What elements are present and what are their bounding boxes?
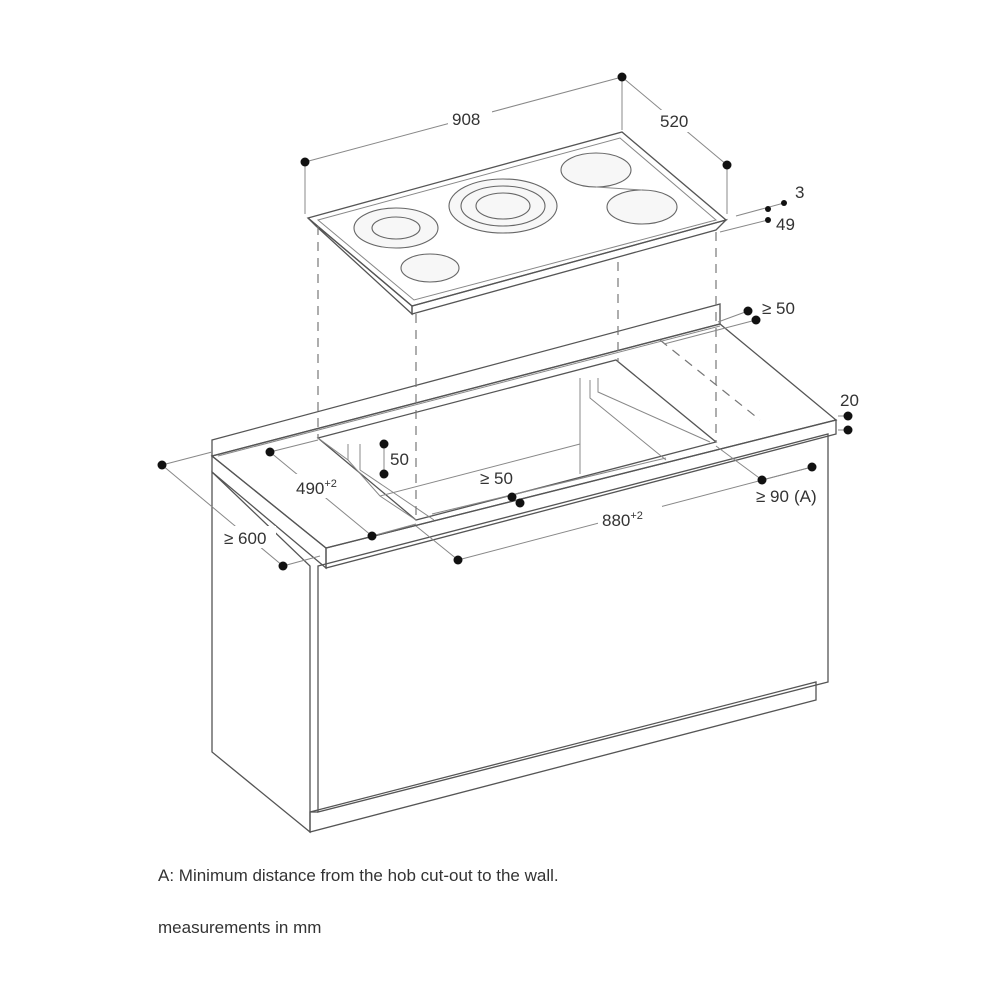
units-note: measurements in mm: [158, 918, 322, 937]
dim-cutout-depth-value: 490: [296, 479, 324, 498]
cooking-zone-left-rear: [400, 253, 460, 283]
dim-cutout-depth: 490+2: [296, 478, 337, 498]
dim-side-clearance: ≥ 50: [480, 469, 513, 488]
dim-cabinet-depth: ≥ 600: [224, 529, 266, 548]
hob: [306, 131, 729, 316]
dim-rear-clearance: ≥ 50: [762, 299, 795, 318]
hob-cutout: [316, 359, 718, 521]
dimension-markers: [157, 72, 853, 571]
worktop-left-edge: [211, 454, 327, 570]
cooking-zone-right-rear: [560, 152, 632, 188]
dim-cutout-depth-tolerance: +2: [324, 478, 337, 490]
cabinet-plinth: [309, 681, 817, 833]
projection-lines: [317, 226, 761, 520]
worktop-back-upstand: [211, 303, 721, 457]
dim-cutout-width-tolerance: +2: [630, 510, 643, 522]
dim-front-clearance: 50: [390, 450, 409, 469]
dim-wall-distance-value: ≥ 90: [756, 487, 789, 506]
dim-wall-distance-ref: (A): [794, 487, 817, 506]
cooking-zone-right-front: [606, 189, 678, 225]
dim-cutout-width: 880+2: [602, 510, 643, 530]
dimension-lines: [161, 76, 848, 567]
worktop-top-surface: [210, 323, 838, 549]
dim-wall-distance: ≥ 90 (A): [756, 487, 817, 506]
dim-glass-thickness: 3: [795, 183, 804, 202]
dim-installation-depth: 49: [776, 215, 795, 234]
dim-cutout-width-value: 880: [602, 511, 630, 530]
worktop: [210, 303, 838, 570]
cabinet-front: [317, 433, 829, 813]
dim-hob-width: 908: [452, 110, 480, 129]
legend-note-a: A: Minimum distance from the hob cut-out…: [158, 866, 559, 885]
dim-hob-depth: 520: [660, 112, 688, 131]
dim-worktop-thickness: 20: [840, 391, 859, 410]
cabinet: [211, 433, 829, 834]
